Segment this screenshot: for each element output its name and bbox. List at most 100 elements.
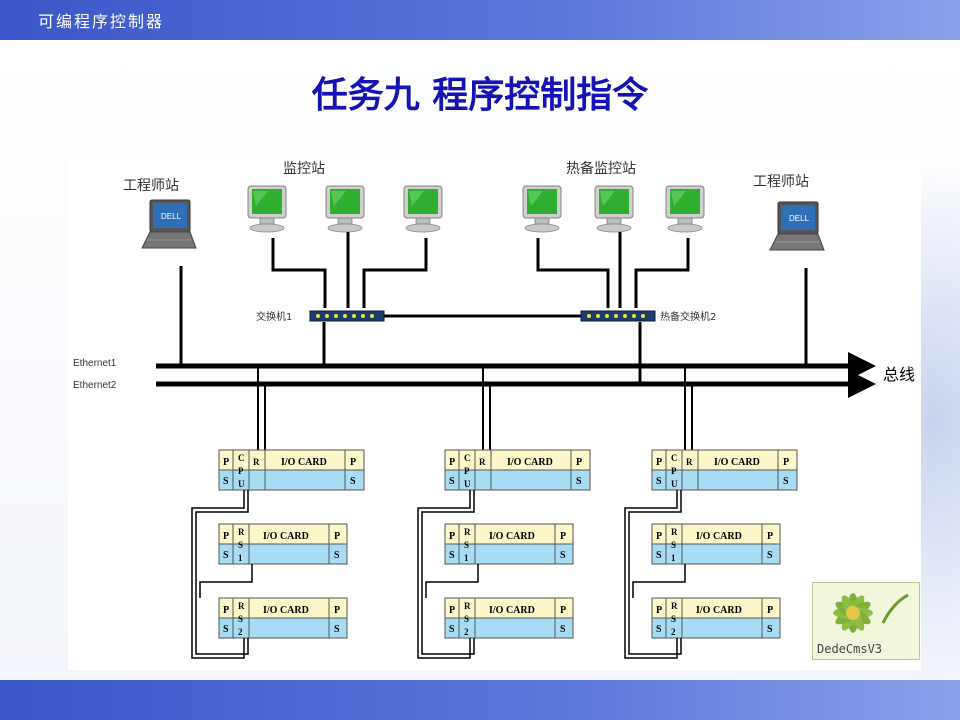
ps-label: S bbox=[223, 550, 229, 561]
rs-label: S bbox=[464, 540, 469, 550]
io-card-label: I/O CARD bbox=[696, 605, 742, 616]
ps-label: S bbox=[449, 624, 455, 635]
io-card-label: I/O CARD bbox=[263, 605, 309, 616]
rs-label: R bbox=[671, 601, 678, 611]
rs-label: 1 bbox=[464, 553, 469, 563]
ps-label: P bbox=[767, 605, 773, 616]
engineer-station-right-label: 工程师站 bbox=[753, 174, 809, 190]
ps-label: P bbox=[223, 605, 229, 616]
cpu-label: U bbox=[464, 479, 471, 489]
cpu-label: P bbox=[238, 466, 244, 476]
header-bar: 可编程序控制器 bbox=[0, 0, 960, 40]
cpu-label: C bbox=[238, 453, 245, 463]
ps-label: P bbox=[783, 457, 789, 468]
rs-label: R bbox=[464, 601, 471, 611]
ps-label: P bbox=[449, 531, 455, 542]
rs-label: S bbox=[671, 614, 676, 624]
ps-label: P bbox=[223, 531, 229, 542]
rs-label: R bbox=[238, 601, 245, 611]
ps-label: S bbox=[449, 550, 455, 561]
rs-label: 2 bbox=[464, 627, 469, 637]
switch1-icon bbox=[309, 310, 385, 322]
expansion-rack-2: P S R S 2 I/O CARD P S bbox=[218, 597, 348, 639]
ps-label: P bbox=[223, 457, 229, 468]
ps-label: P bbox=[334, 605, 340, 616]
cpu-label: U bbox=[238, 479, 245, 489]
io-card-label: I/O CARD bbox=[714, 457, 760, 468]
ps-label: S bbox=[656, 624, 662, 635]
ps-label: S bbox=[576, 476, 582, 487]
ps-label: P bbox=[656, 531, 662, 542]
cpu-label: C bbox=[671, 453, 678, 463]
monitor-station-label: 监控站 bbox=[283, 161, 325, 177]
monitor-icon bbox=[247, 185, 287, 233]
switch2-icon bbox=[580, 310, 656, 322]
rs-label: R bbox=[464, 527, 471, 537]
io-card-label: I/O CARD bbox=[489, 531, 535, 542]
cpu-label: P bbox=[671, 466, 677, 476]
ps-label: P bbox=[656, 605, 662, 616]
monitor-icon bbox=[522, 185, 562, 233]
ps-label: S bbox=[767, 624, 773, 635]
monitor-icon bbox=[403, 185, 443, 233]
hot-standby-monitor-station-label: 热备监控站 bbox=[566, 160, 636, 177]
footer-bar bbox=[0, 680, 960, 720]
expansion-rack-2: P S R S 2 I/O CARD P S bbox=[444, 597, 574, 639]
ps-label: S bbox=[783, 476, 789, 487]
r-label: R bbox=[253, 457, 260, 467]
ps-label: S bbox=[560, 624, 566, 635]
bus-label: 总线 bbox=[883, 365, 915, 384]
ps-label: S bbox=[449, 476, 455, 487]
watermark-logo: DedeCmsV3 bbox=[812, 582, 920, 660]
laptop-brand-right: DELL bbox=[789, 214, 810, 223]
ps-label: S bbox=[656, 476, 662, 487]
ethernet2-label: Ethernet2 bbox=[73, 380, 117, 391]
ps-label: S bbox=[767, 550, 773, 561]
ps-label: P bbox=[350, 457, 356, 468]
r-label: R bbox=[479, 457, 486, 467]
io-card-label: I/O CARD bbox=[696, 531, 742, 542]
laptop-icon: DELL bbox=[769, 201, 825, 251]
cpu-label: C bbox=[464, 453, 471, 463]
ethernet1-label: Ethernet1 bbox=[73, 358, 117, 369]
header-title: 可编程序控制器 bbox=[38, 12, 165, 31]
ps-label: S bbox=[223, 624, 229, 635]
ps-label: P bbox=[449, 605, 455, 616]
ps-label: P bbox=[656, 457, 662, 468]
ps-label: P bbox=[449, 457, 455, 468]
ps-label: S bbox=[656, 550, 662, 561]
io-card-label: I/O CARD bbox=[489, 605, 535, 616]
ps-label: P bbox=[560, 531, 566, 542]
monitor-icon bbox=[594, 185, 634, 233]
switch2-label: 热备交换机2 bbox=[660, 310, 716, 323]
ps-label: S bbox=[350, 476, 356, 487]
flower-icon bbox=[833, 593, 909, 633]
rs-label: R bbox=[238, 527, 245, 537]
main-rack: P S C P U R I/O CARD P S bbox=[651, 449, 798, 491]
rs-label: S bbox=[238, 540, 243, 550]
rs-label: R bbox=[671, 527, 678, 537]
ps-label: S bbox=[223, 476, 229, 487]
rs-label: 1 bbox=[238, 553, 243, 563]
cpu-label: P bbox=[464, 466, 470, 476]
monitor-icon bbox=[665, 185, 705, 233]
expansion-rack-1: P S R S 1 I/O CARD P S bbox=[444, 523, 574, 565]
rs-label: S bbox=[238, 614, 243, 624]
ps-label: P bbox=[576, 457, 582, 468]
network-diagram: Ethernet1 Ethernet2 总线 工程师站 DELL 工程师站 DE… bbox=[68, 158, 921, 670]
main-rack: P S C P U R I/O CARD P S bbox=[218, 449, 365, 491]
r-label: R bbox=[686, 457, 693, 467]
rs-label: S bbox=[464, 614, 469, 624]
laptop-brand-left: DELL bbox=[161, 212, 182, 221]
engineer-station-left-label: 工程师站 bbox=[123, 178, 179, 194]
ps-label: S bbox=[334, 550, 340, 561]
cpu-label: U bbox=[671, 479, 678, 489]
watermark-text: DedeCmsV3 bbox=[817, 642, 883, 656]
rs-label: 1 bbox=[671, 553, 676, 563]
main-rack: P S C P U R I/O CARD P S bbox=[444, 449, 591, 491]
switch1-label: 交换机1 bbox=[256, 310, 292, 323]
slide-title: 任务九 程序控制指令 bbox=[311, 74, 649, 116]
rs-label: 2 bbox=[671, 627, 676, 637]
ps-label: S bbox=[560, 550, 566, 561]
rack-group-1: P S C P U R I/O CARD P S P S R S 1 I/O C… bbox=[191, 449, 365, 659]
